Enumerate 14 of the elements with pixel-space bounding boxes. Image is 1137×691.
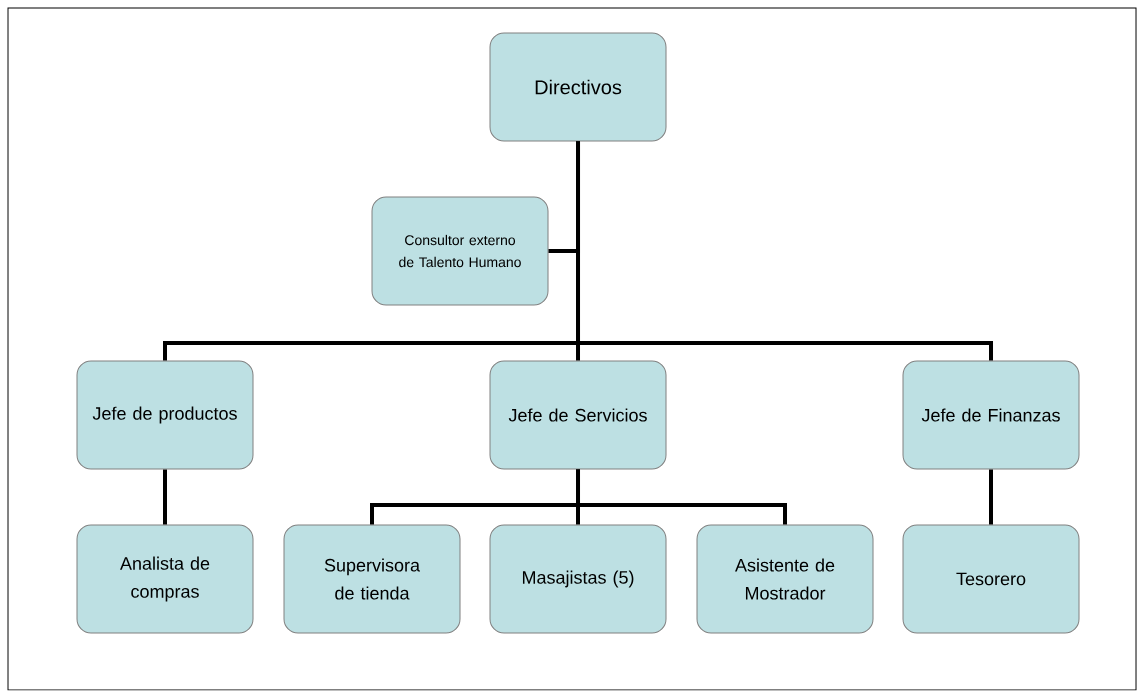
org-box: Analista de compras <box>76 524 254 634</box>
connector-line <box>576 141 993 361</box>
org-box: Masajistas (5) <box>489 524 667 634</box>
connector-line <box>576 469 787 525</box>
org-box: Asistente de Mostrador <box>696 524 874 634</box>
org-box: Jefe de Servicios <box>489 360 667 470</box>
org-box: Directivos <box>489 32 667 142</box>
org-box: Supervisora de tienda <box>283 524 461 634</box>
org-box: Jefe de Finanzas <box>902 360 1080 470</box>
connector-line <box>989 469 993 525</box>
connector-line <box>163 469 167 525</box>
org-box: Tesorero <box>902 524 1080 634</box>
org-box: Jefe de productos <box>76 360 254 470</box>
org-box: Consultor externo de Talento Humano <box>371 196 549 306</box>
